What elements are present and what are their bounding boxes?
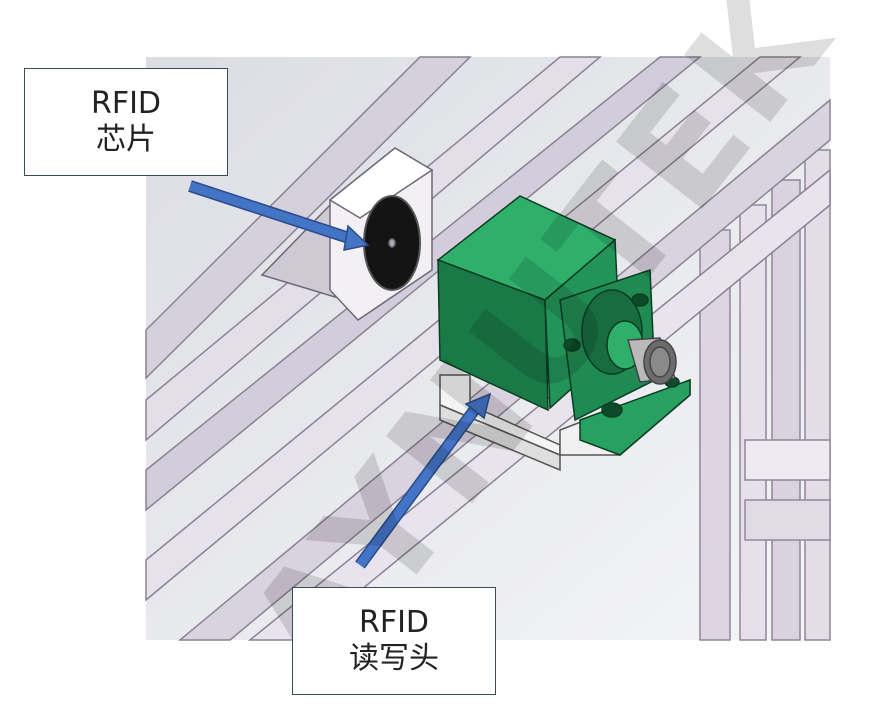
- arrow-to-reader-icon: [355, 392, 492, 569]
- callout-reader-line1: RFID: [358, 605, 430, 640]
- callout-rfid-reader: RFID 读写头: [292, 587, 496, 695]
- vertical-frame: [699, 149, 831, 641]
- rfid-chip-bracket: [260, 147, 434, 321]
- callout-chip-line1: RFID: [90, 86, 162, 121]
- callout-reader-line2: 读写头: [349, 641, 439, 676]
- arrow-to-chip-icon: [188, 180, 370, 251]
- callout-chip-line2: 芯片: [96, 122, 156, 157]
- callout-rfid-chip: RFID 芯片: [24, 68, 228, 176]
- rfid-reader-head: [436, 195, 691, 456]
- reader-cylinder: [627, 337, 677, 385]
